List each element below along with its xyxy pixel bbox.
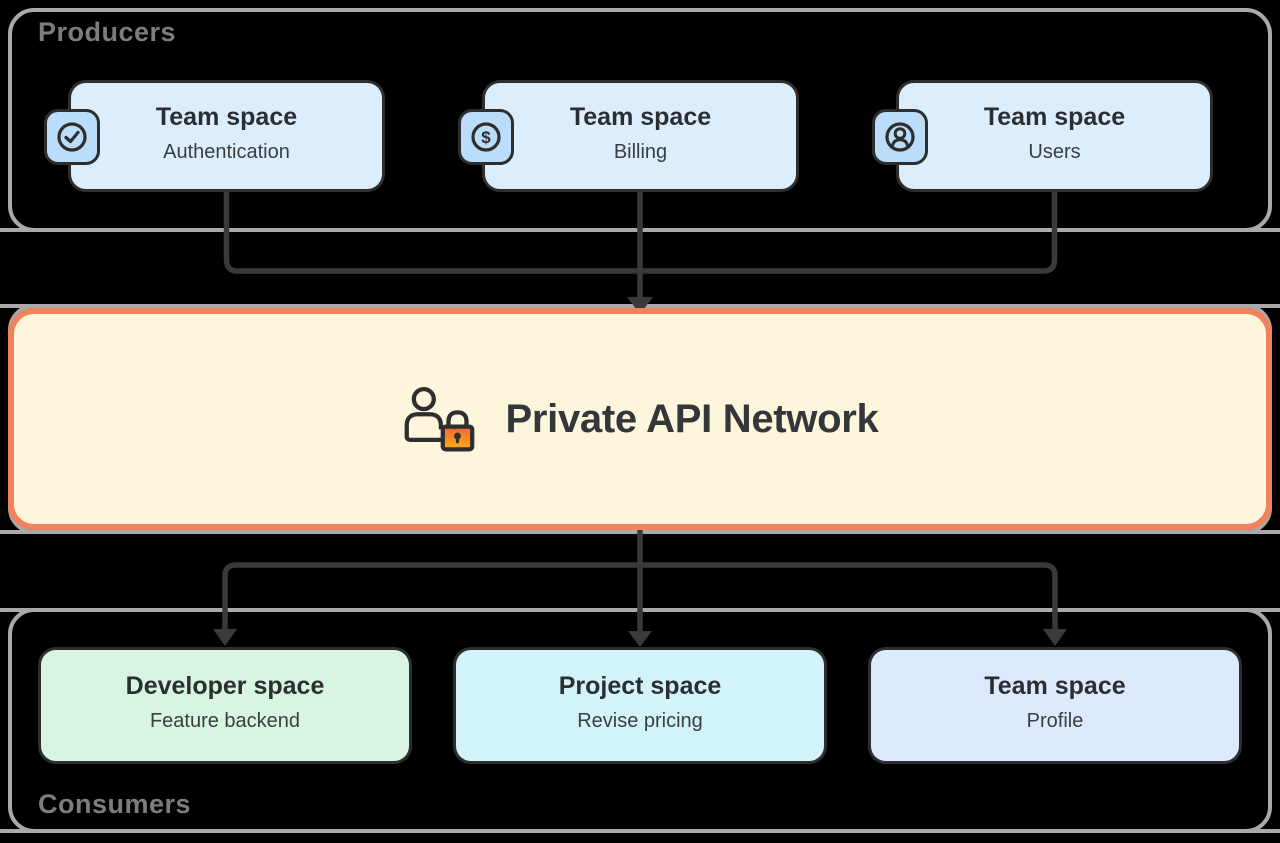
card-title: Project space [558, 672, 722, 700]
card-subtitle: Authentication [163, 140, 290, 163]
producers-label: Producers [38, 17, 177, 47]
check-circle-icon [44, 109, 100, 165]
card-title: Team space [569, 103, 712, 131]
card-subtitle: Revise pricing [577, 709, 703, 732]
network-title: Private API Network [505, 396, 879, 441]
user-circle-icon [872, 109, 928, 165]
producer-card-billing: $ Team space Billing [458, 80, 799, 192]
card-subtitle: Feature backend [149, 709, 301, 732]
consumer-card-team-space: Team space Profile [868, 647, 1242, 764]
arrowhead-into-network [627, 297, 653, 314]
dollar-circle-icon: $ [458, 109, 514, 165]
card-title: Developer space [125, 672, 325, 700]
consumer-card-project-space: Project space Revise pricing [453, 647, 827, 764]
person-lock-icon [402, 386, 476, 457]
consumers-label: Consumers [38, 789, 192, 819]
card-subtitle: Profile [1026, 709, 1084, 732]
arrowhead-team-space [1043, 629, 1067, 646]
card-title: Team space [155, 103, 298, 131]
producer-card-authentication: Team space Authentication [44, 80, 385, 192]
card-title: Team space [984, 672, 1126, 700]
producer-card-users: Team space Users [872, 80, 1213, 192]
arrowhead-developer-space [213, 629, 237, 646]
card-subtitle: Billing [613, 140, 668, 163]
private-api-network-box: Private API Network [8, 308, 1272, 530]
svg-text:$: $ [481, 128, 491, 147]
card-subtitle: Users [1028, 140, 1081, 163]
arrowhead-project-space [628, 631, 652, 647]
lane-divider [0, 829, 1280, 833]
consumer-card-developer-space: Developer space Feature backend [38, 647, 412, 764]
card-title: Team space [983, 103, 1126, 131]
